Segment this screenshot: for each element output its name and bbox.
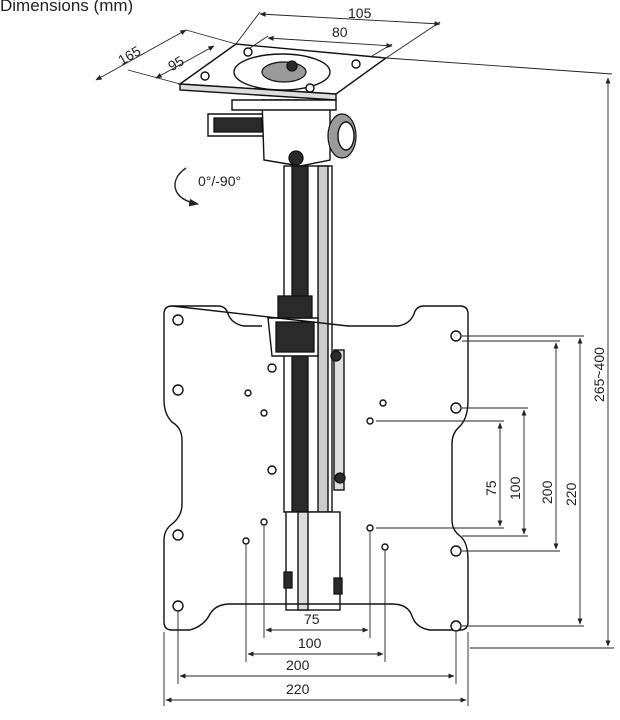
top-dimension-lines	[95, 11, 613, 85]
dim-top-depth-inner: 95	[165, 52, 187, 74]
dim-vesa-h-100: 100	[298, 635, 322, 651]
tilt-joint	[207, 99, 357, 167]
page-title: Dimensions (mm)	[0, 0, 134, 15]
dim-vesa-h-220: 220	[286, 681, 310, 697]
vesa-holes	[172, 314, 462, 632]
dim-vesa-v-100: 100	[507, 476, 523, 500]
telescopic-pole	[267, 165, 346, 611]
height-dimension	[470, 77, 614, 649]
vesa-horizontal-dimensions	[163, 526, 469, 706]
ceiling-plate	[177, 43, 388, 101]
dim-height-range: 265~400	[591, 347, 607, 402]
dim-top-inner: 80	[332, 24, 348, 40]
dim-vesa-h-200: 200	[286, 657, 310, 673]
dim-vesa-v-200: 200	[539, 480, 555, 504]
rotation-label: 0°/-90°	[198, 173, 241, 189]
vesa-vertical-dimensions	[376, 335, 584, 627]
dim-vesa-h-75: 75	[304, 611, 320, 627]
dim-vesa-v-75: 75	[483, 480, 499, 496]
dim-vesa-v-220: 220	[563, 482, 579, 506]
vesa-plate	[163, 305, 469, 631]
dim-top-depth: 165	[115, 42, 143, 68]
rotation-arrow-icon	[174, 167, 199, 207]
dim-top-width: 105	[348, 5, 372, 21]
